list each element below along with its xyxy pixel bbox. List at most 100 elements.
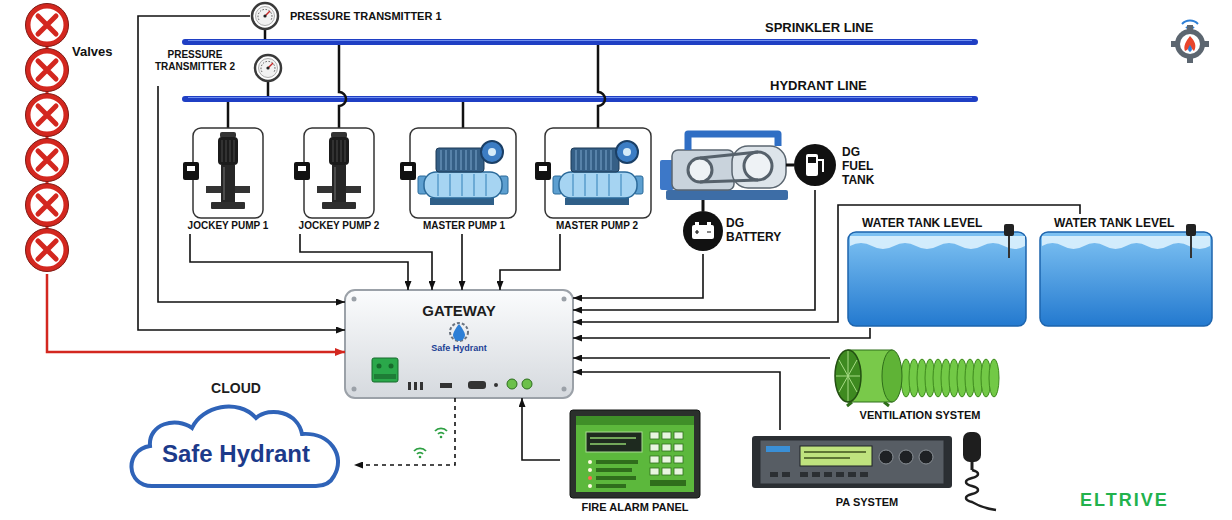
master-pump xyxy=(438,174,486,196)
connector xyxy=(573,254,703,298)
node-label: WATER TANK LEVEL xyxy=(862,216,1012,230)
pressure-gauge xyxy=(258,9,272,20)
fire-alarm-panel xyxy=(662,432,671,439)
water-tank xyxy=(1040,224,1212,326)
fuel-icon xyxy=(808,157,816,163)
valve-column xyxy=(26,49,69,92)
connector xyxy=(158,86,345,302)
pa-unit: PA SYSTEM xyxy=(752,430,1012,516)
jockey-pump xyxy=(332,165,346,202)
gateway-device xyxy=(408,382,411,390)
master-pump xyxy=(430,198,494,205)
gateway-device xyxy=(522,379,532,389)
pressure-gauge xyxy=(259,59,278,78)
fire-alarm-panel xyxy=(576,416,694,492)
master-pump xyxy=(488,148,496,156)
fire-alarm-panel xyxy=(674,468,683,475)
valve-column xyxy=(38,106,56,124)
brand-logo xyxy=(1171,21,1209,63)
connector xyxy=(300,234,432,290)
pipe-network xyxy=(267,81,270,96)
pressure-transmitter: PRESSURE TRANSMITTER 2 xyxy=(143,46,283,86)
jockey-pump xyxy=(333,140,345,162)
fire-alarm-panel xyxy=(674,444,683,451)
battery-icon xyxy=(692,225,714,239)
gateway-device xyxy=(352,387,357,392)
master-pump xyxy=(436,148,484,172)
node-label: CLOUD xyxy=(118,380,354,397)
pressure-gauge xyxy=(266,66,269,69)
jockey-pump xyxy=(206,186,221,193)
master-pump xyxy=(410,128,516,218)
master-pump xyxy=(441,150,476,170)
pa-system xyxy=(752,436,952,488)
node-label: Valves xyxy=(72,44,132,60)
connector xyxy=(573,328,870,338)
fire-alarm-panel xyxy=(650,480,686,486)
ventilation-fan xyxy=(847,402,889,406)
fire-alarm-panel xyxy=(596,468,632,472)
valve-column xyxy=(38,151,56,169)
valve-column xyxy=(28,6,66,44)
fire-alarm-panel xyxy=(650,432,683,475)
node-label: DG BATTERY xyxy=(726,216,788,244)
gateway-box: GATEWAYSafe Hydrant xyxy=(345,290,573,398)
brand-logo xyxy=(1175,29,1205,59)
fire-alarm-panel xyxy=(588,468,592,472)
gateway-device xyxy=(440,383,452,388)
valve-column xyxy=(38,196,56,214)
battery-icon xyxy=(695,230,711,234)
master-pump xyxy=(400,162,416,180)
pa-system xyxy=(770,472,778,477)
pipe-label: SPRINKLER LINE xyxy=(765,20,873,35)
node-label: PRESSURE TRANSMITTER 1 xyxy=(290,9,486,23)
diesel-generator xyxy=(688,134,778,150)
connector xyxy=(573,190,815,310)
fire-alarm-panel xyxy=(588,484,592,488)
connector xyxy=(573,357,830,359)
pa-system xyxy=(919,450,933,464)
pressure-gauge xyxy=(252,3,278,29)
fire-alarm-panel xyxy=(650,456,659,463)
pump-unit: MASTER PUMP 1 xyxy=(404,128,524,234)
node-label: JOCKEY PUMP 1 xyxy=(178,220,278,232)
wifi-symbol xyxy=(419,456,422,459)
jockey-pump xyxy=(334,167,336,200)
node-label: VENTILATION SYSTEM xyxy=(830,408,1010,422)
fire-alarm-panel xyxy=(662,456,671,463)
gateway-device xyxy=(345,290,573,398)
pa-system xyxy=(760,440,944,484)
water-tank xyxy=(1042,236,1210,249)
pa-system xyxy=(812,472,820,477)
master-pump xyxy=(559,172,637,198)
jockey-pump xyxy=(183,128,263,218)
master-pump xyxy=(545,128,651,218)
pa-system xyxy=(860,472,868,477)
master-pump xyxy=(616,141,638,163)
pa-system xyxy=(836,472,844,477)
valve-column xyxy=(26,94,69,137)
master-pump xyxy=(539,166,547,171)
ventilation-fan xyxy=(835,350,999,406)
pa-system xyxy=(782,472,790,477)
jockey-pump xyxy=(317,186,332,193)
fuel-icon xyxy=(806,154,818,176)
master-pump xyxy=(565,198,629,205)
fuel-icon xyxy=(794,144,836,186)
water-tank: WATER TANK LEVEL xyxy=(848,214,1026,328)
fire-alarm-panel xyxy=(586,432,642,452)
battery-sensor: DG BATTERY xyxy=(680,208,810,254)
master-pump xyxy=(573,174,621,196)
node-label: PA SYSTEM xyxy=(792,496,942,509)
fire-alarm-panel xyxy=(596,476,636,480)
pa-system xyxy=(770,472,868,477)
gateway-device xyxy=(420,382,423,390)
gateway-device xyxy=(562,387,567,392)
valve-column xyxy=(28,231,66,269)
pa-system xyxy=(800,472,808,477)
water-tank xyxy=(1008,236,1010,258)
brand-logo xyxy=(1184,36,1195,51)
jockey-pump xyxy=(223,167,225,200)
master-pump xyxy=(424,172,502,198)
pump-unit: MASTER PUMP 2 xyxy=(536,128,658,234)
